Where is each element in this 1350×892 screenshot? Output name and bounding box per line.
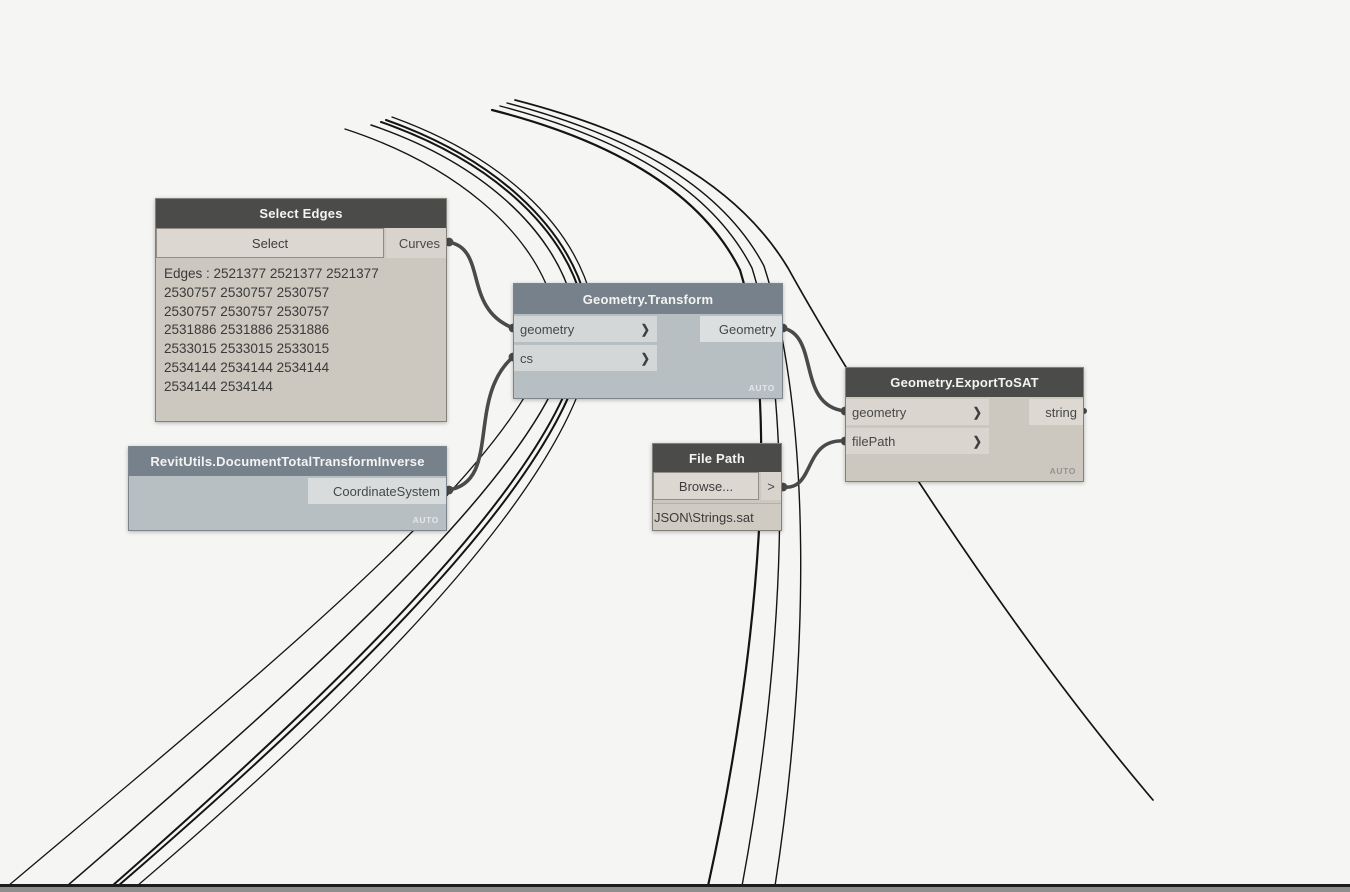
node-title: Select Edges (259, 206, 343, 221)
value-line: Edges : 2521377 2521377 2521377 (164, 266, 379, 281)
wire-curves-to-geometry[interactable] (446, 240, 515, 330)
value-line: 2534144 2534144 (164, 378, 273, 394)
node-geometry-transform-header[interactable]: Geometry.Transform (514, 284, 782, 314)
node-title: Geometry.Transform (582, 291, 714, 307)
file-path-controls: Browse... > (653, 472, 781, 500)
node-exporttosat-header[interactable]: Geometry.ExportToSAT (846, 368, 1083, 397)
input-port-geometry[interactable]: geometry ❯ (846, 399, 989, 425)
value-line: 2533015 2533015 2533015 (164, 341, 330, 357)
node-title: RevitUtils.DocumentTotalTransformInverse (150, 454, 425, 469)
node-select-edges-header[interactable]: Select Edges (156, 199, 446, 228)
value-line: 2530757 2530757 2530757 (164, 284, 330, 300)
geometry-preview-ground-line (0, 884, 1350, 887)
node-geometry-exporttosat[interactable]: Geometry.ExportToSAT geometry ❯ filePath… (845, 367, 1084, 482)
select-button[interactable]: Select (156, 228, 384, 258)
output-port-string[interactable]: string (1029, 399, 1083, 425)
input-port-cs[interactable]: cs ❯ (514, 345, 657, 371)
geometry-preview-curve (514, 99, 1154, 801)
output-port-coordinatesystem[interactable]: CoordinateSystem (308, 478, 446, 504)
value-line: 2531886 2531886 2531886 (164, 322, 330, 338)
port-label: geometry (852, 404, 907, 420)
output-port-filepath[interactable]: > (761, 472, 781, 500)
select-edges-controls: Select Curves (156, 228, 446, 258)
port-label: string (1045, 404, 1077, 420)
node-geometry-transform[interactable]: Geometry.Transform geometry ❯ cs ❯ Geome… (513, 283, 783, 399)
value-line: 2534144 2534144 2534144 (164, 359, 330, 375)
chevron-right-icon: ❯ (640, 322, 650, 337)
port-label: CoordinateSystem (333, 483, 440, 499)
node-title: Geometry.ExportToSAT (890, 375, 1039, 390)
lacing-label: AUTO (748, 383, 775, 393)
chevron-right-icon: ❯ (972, 405, 982, 420)
lacing-label: AUTO (1049, 466, 1076, 476)
input-port-geometry[interactable]: geometry ❯ (514, 316, 657, 342)
output-port-curves[interactable]: Curves (386, 228, 446, 258)
wire-coordinatesystem-to-cs[interactable] (446, 355, 515, 492)
port-label: cs (520, 350, 533, 366)
value-line: 2530757 2530757 2530757 (164, 303, 330, 319)
output-port-geometry[interactable]: Geometry (700, 316, 782, 342)
port-label: filePath (852, 433, 896, 449)
node-revitutils-documenttotaltransforminverse[interactable]: RevitUtils.DocumentTotalTransformInverse… (128, 446, 447, 531)
input-port-filepath[interactable]: filePath ❯ (846, 428, 989, 454)
file-path-value: JSON\Strings.sat (653, 503, 781, 530)
port-label: Geometry (718, 321, 776, 337)
wire-geometry-to-geometry[interactable] (780, 326, 847, 413)
node-file-path-header[interactable]: File Path (653, 444, 781, 472)
chevron-right-icon: ❯ (972, 434, 982, 449)
node-title: File Path (689, 450, 745, 466)
node-file-path[interactable]: File Path Browse... > JSON\Strings.sat (652, 443, 782, 531)
wire-filepath-to-filepath[interactable] (780, 439, 847, 489)
select-edges-value: Edges : 2521377 2521377 2521377 2530757 … (156, 258, 446, 397)
node-revitutils-header[interactable]: RevitUtils.DocumentTotalTransformInverse (129, 447, 446, 476)
chevron-right-icon: ❯ (640, 351, 650, 366)
lacing-label: AUTO (412, 515, 439, 525)
browse-button[interactable]: Browse... (653, 472, 759, 500)
port-label: geometry (520, 321, 575, 337)
node-select-edges[interactable]: Select Edges Select Curves Edges : 25213… (155, 198, 447, 422)
canvas-bottom-bar (0, 887, 1350, 892)
